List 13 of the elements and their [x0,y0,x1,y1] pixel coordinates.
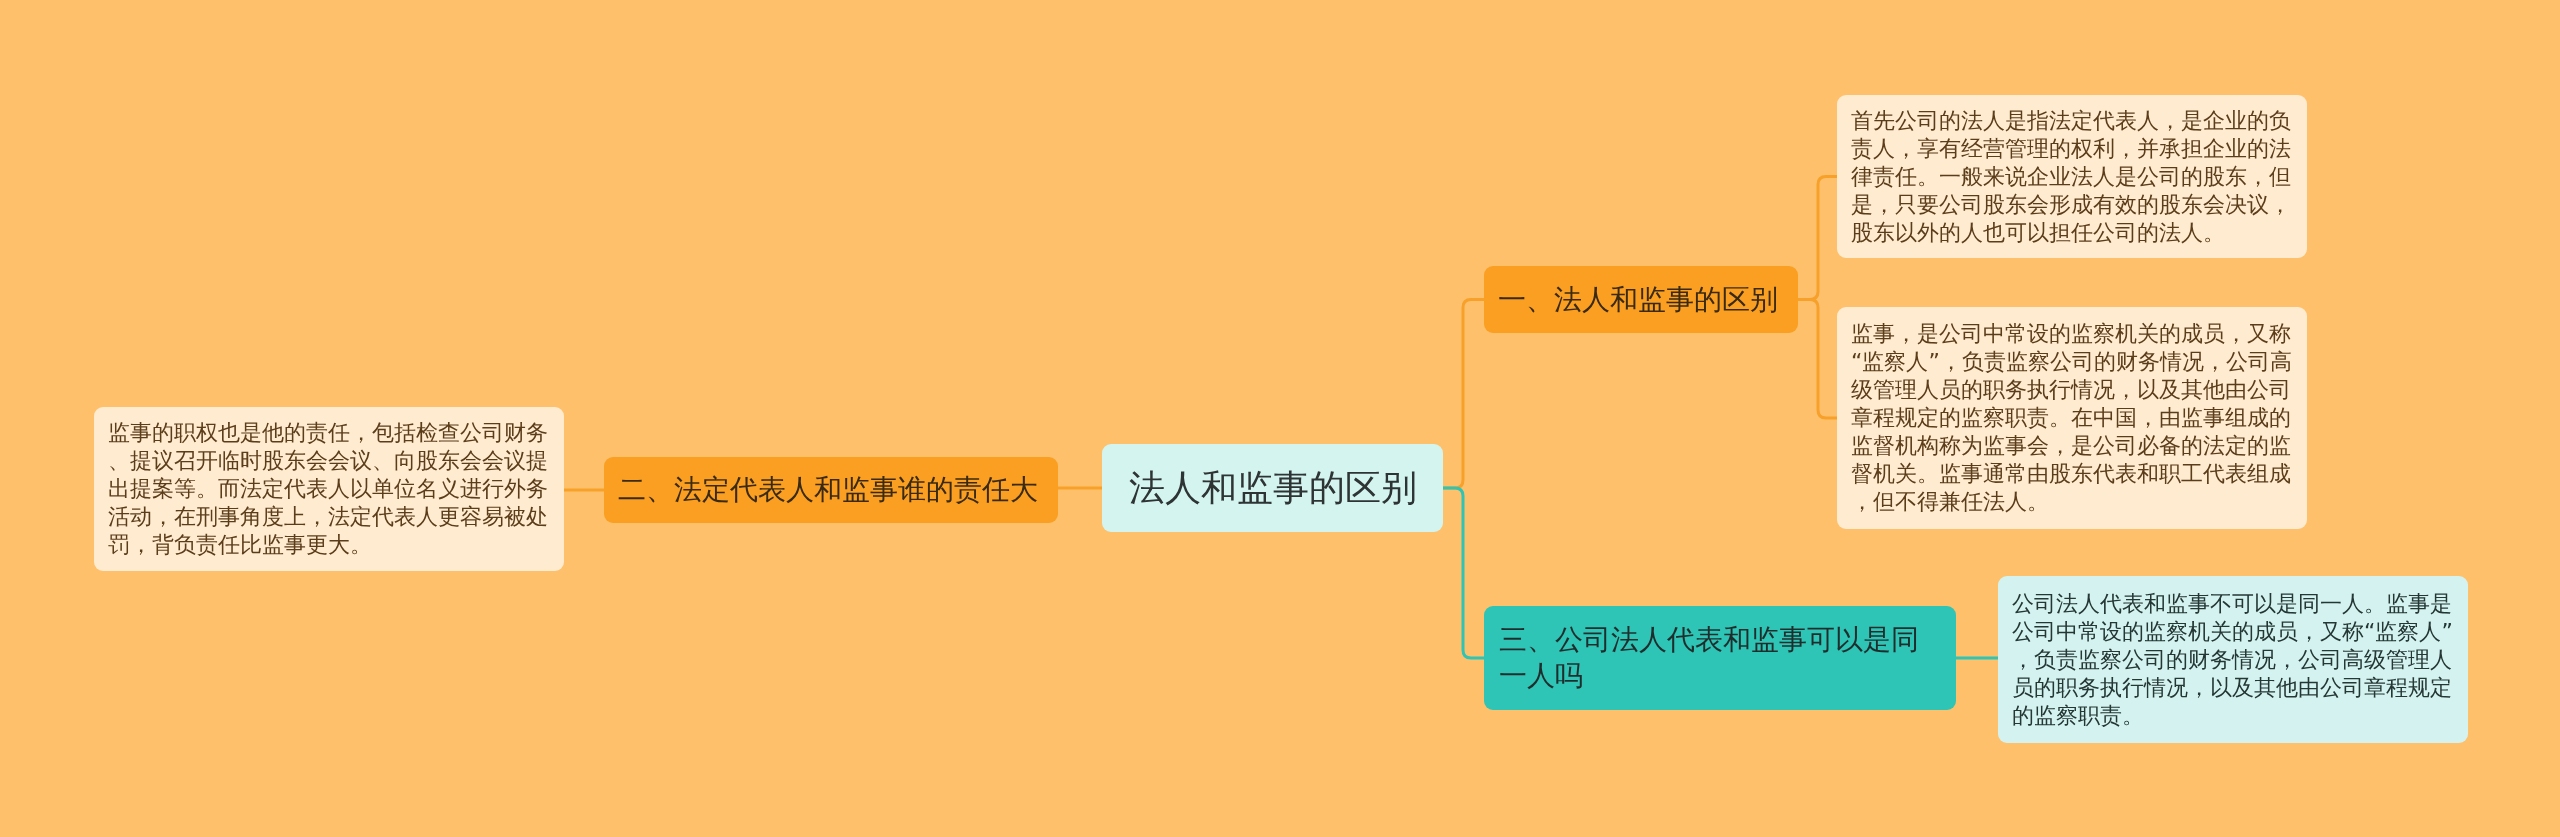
note-card: 监事，是公司中常设的监察机关的成员，又称“监察人”，负责监察公司的财务情况，公司高级管理人员的职务执行情况，以及其他由公司章程规定的监察职责。在中国，由监事组成的监督机构称为监事会，是公司必备的法定的监督机关。监事通常由股东代表和职工代表组成，但不得兼任法人。 [1837,307,2307,529]
connector-line [1798,298,1837,420]
connector-line [564,488,604,492]
connector-line [1443,486,1484,660]
branch-topic: 二、法定代表人和监事谁的责任大 [604,457,1058,523]
note-card: 公司法人代表和监事不可以是同一人。监事是公司中常设的监察机关的成员，又称“监察人”，负责监察公司的财务情况，公司高级管理人员的职务执行情况，以及其他由公司章程规定的监察职责。 [1998,576,2468,743]
note-card: 监事的职权也是他的责任，包括检查公司财务、提议召开临时股东会会议、向股东会会议提出提案等。而法定代表人以单位名义进行外务活动，在刑事角度上，法定代表人更容易被处罚，背负责任比监事更大。 [94,407,564,571]
note-card: 首先公司的法人是指法定代表人，是企业的负责人，享有经营管理的权利，并承担企业的法律责任。一般来说企业法人是公司的股东，但是，只要公司股东会形成有效的股东会决议，股东以外的人也可以担任公司的法人。 [1837,95,2307,258]
connector-line [1058,486,1102,490]
central-topic: 法人和监事的区别 [1102,444,1443,532]
connector-line [1956,656,1998,660]
branch-topic: 三、公司法人代表和监事可以是同一人吗 [1484,606,1956,710]
branch-topic: 一、法人和监事的区别 [1484,266,1798,333]
